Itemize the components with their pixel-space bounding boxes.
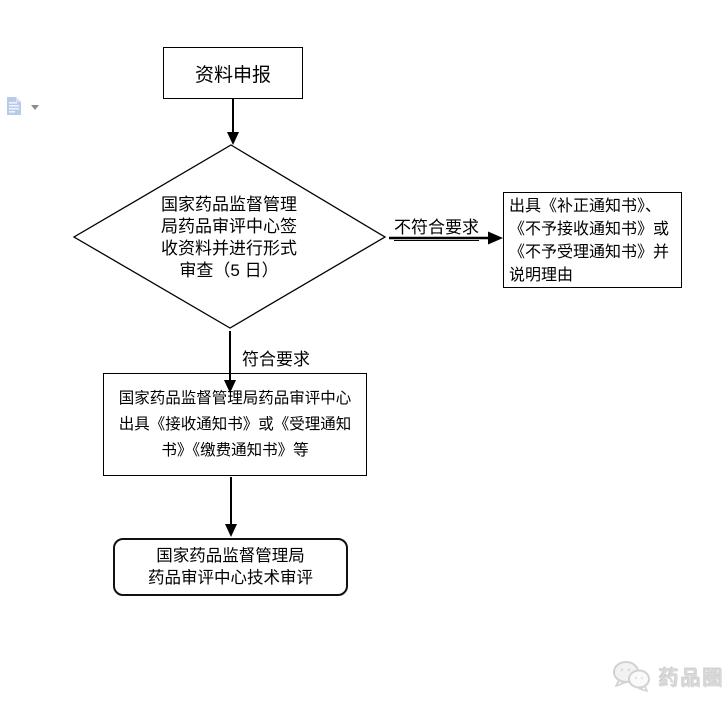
node-decision-line: 收资料并进行形式 bbox=[161, 239, 297, 258]
edge-label-fail: 不符合要求 bbox=[394, 213, 479, 241]
chat-bubbles-icon bbox=[613, 661, 650, 693]
node-review-line: 药品审评中心技术审评 bbox=[148, 569, 313, 587]
arrow-decision-to-reject bbox=[389, 231, 503, 245]
node-start-label: 资料申报 bbox=[194, 64, 271, 86]
node-review-line: 国家药品监督管理局 bbox=[156, 547, 305, 565]
node-decision: 国家药品监督管理 局药品审评中心签 收资料并进行形式 审查（5 日） bbox=[109, 194, 349, 282]
chevron-down-icon bbox=[31, 104, 39, 110]
node-accept: 国家药品监督管理局药品审评中心 出具《接收通知书》或《受理通知 书》《缴费通知书… bbox=[103, 373, 367, 476]
node-accept-line: 书》《缴费通知书》等 bbox=[161, 441, 309, 459]
decision-diamond-shape bbox=[72, 144, 387, 329]
doc-options-button[interactable] bbox=[6, 96, 39, 116]
node-accept-line: 出具《接收通知书》或《受理通知 bbox=[118, 415, 352, 433]
arrow-accept-to-review bbox=[225, 477, 237, 537]
node-reject-line: 说明理由 bbox=[509, 267, 574, 284]
edge-label-pass: 符合要求 bbox=[242, 350, 310, 369]
node-decision-line: 审查（5 日） bbox=[179, 261, 279, 280]
node-decision-line: 局药品审评中心签 bbox=[161, 217, 297, 236]
node-accept-line: 国家药品监督管理局药品审评中心 bbox=[118, 389, 352, 407]
document-icon bbox=[7, 97, 21, 115]
node-reject-line: 出具《补正通知书》、 bbox=[509, 198, 662, 215]
node-review: 国家药品监督管理局 药品审评中心技术审评 bbox=[113, 538, 348, 596]
watermark: 药品圈 bbox=[611, 659, 725, 693]
node-reject-line: 《不予受理通知书》并 bbox=[509, 244, 670, 261]
node-decision-line: 国家药品监督管理 bbox=[161, 195, 297, 214]
node-reject-line: 《不予接收通知书》或 bbox=[509, 221, 670, 238]
node-reject: 出具《补正通知书》、 《不予接收通知书》或 《不予受理通知书》并 说明理由 bbox=[503, 192, 682, 288]
arrow-start-to-decision bbox=[227, 99, 239, 145]
watermark-text: 药品圈 bbox=[659, 667, 725, 690]
node-start: 资料申报 bbox=[163, 47, 303, 99]
arrow-decision-to-accept bbox=[224, 331, 236, 393]
